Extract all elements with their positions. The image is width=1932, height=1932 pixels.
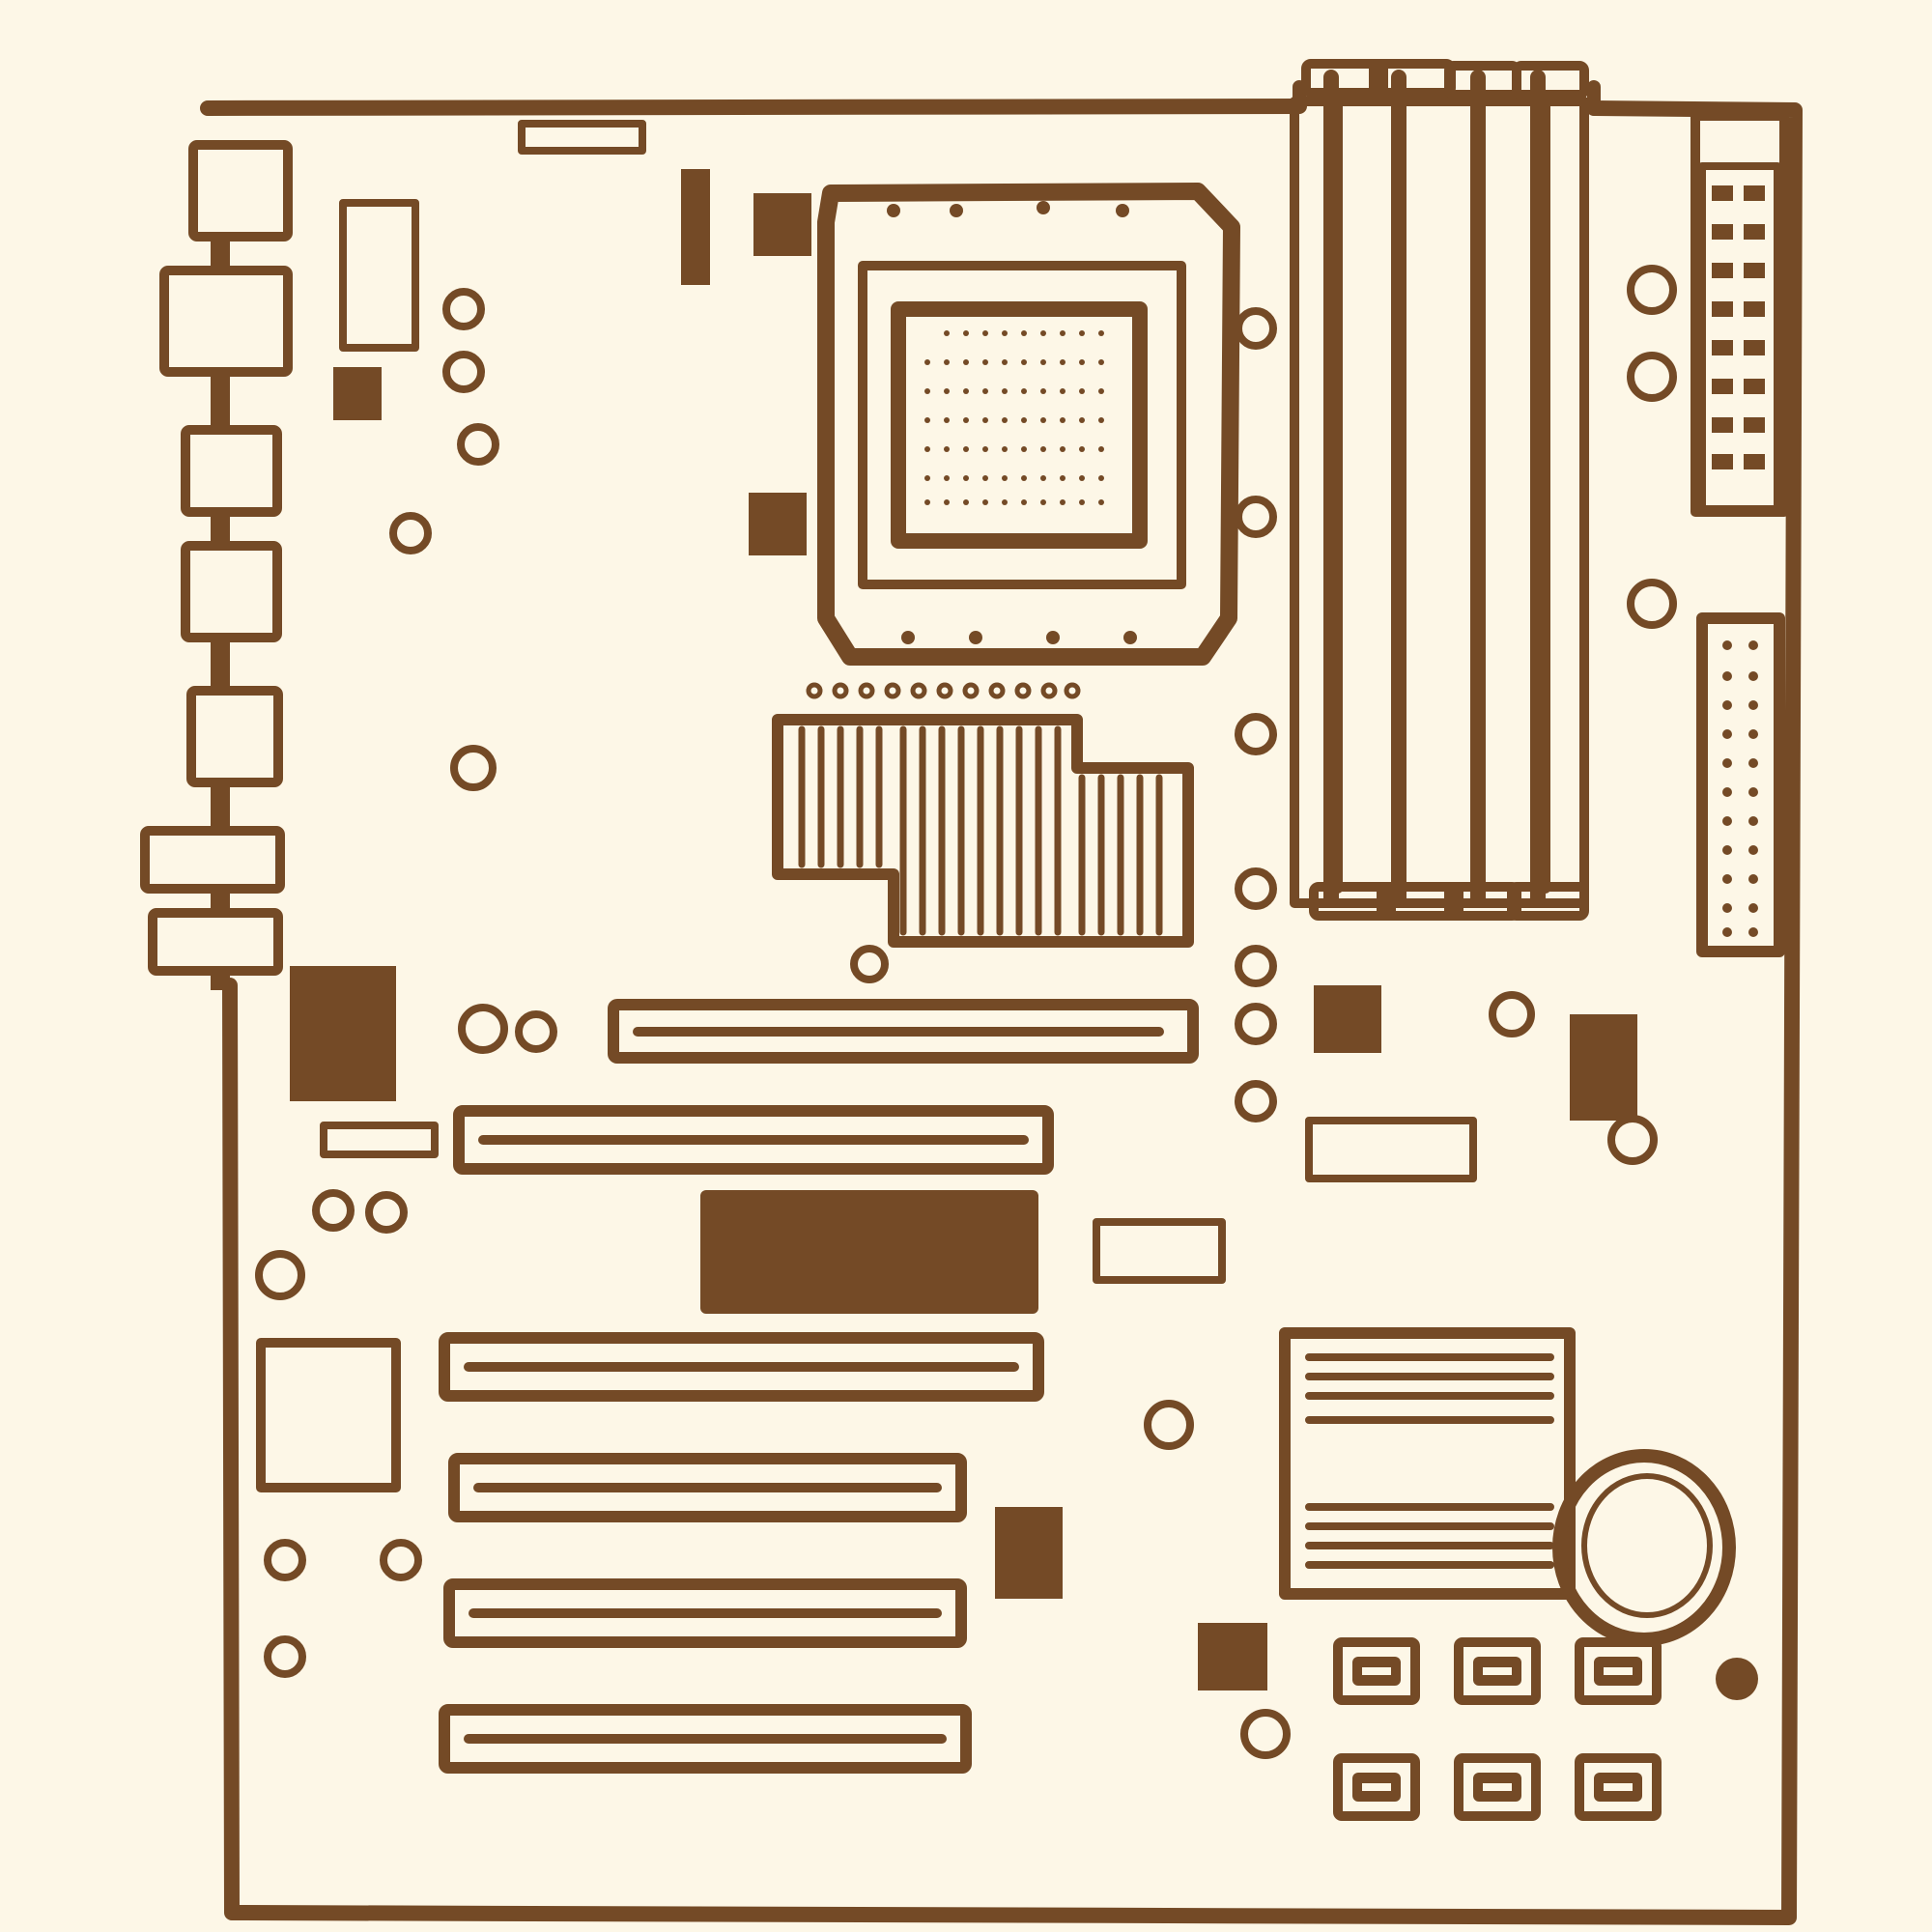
- io-port-stack: [140, 140, 293, 990]
- capacitors: [255, 265, 1677, 1759]
- expansion-slots: [439, 999, 1199, 1774]
- southbridge-chip: [700, 1190, 1038, 1314]
- ide-connector: [1696, 612, 1785, 957]
- cpu-pin-grid: [924, 330, 1104, 505]
- sata-ports: [1333, 1637, 1758, 1821]
- small-chips: [256, 120, 1637, 1492]
- northbridge-heatsink: [772, 682, 1194, 948]
- io-controller-heatsink: [1279, 1327, 1576, 1600]
- cpu-socket: [817, 183, 1240, 666]
- ram-slots: [1290, 59, 1589, 921]
- atx-power-connector: [1690, 111, 1789, 517]
- cmos-battery: [1552, 1449, 1736, 1646]
- bios-chip: [995, 1507, 1267, 1690]
